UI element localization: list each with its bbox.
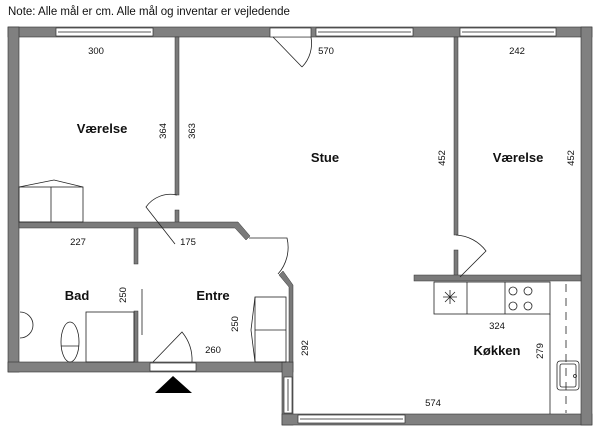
plan-note: Note: Alle mål er cm. Alle mål og invent… xyxy=(8,6,290,18)
windows xyxy=(55,27,557,424)
wardrobe xyxy=(18,179,84,223)
dim-label: 324 xyxy=(489,321,505,332)
bath-fixtures xyxy=(19,311,135,363)
dim-label: 250 xyxy=(230,316,241,332)
shower xyxy=(85,311,135,363)
entrance-arrow-icon xyxy=(155,376,192,393)
dim-label: 260 xyxy=(205,345,221,356)
bedroom-right-door xyxy=(455,234,487,278)
room-label-kitchen: Køkken xyxy=(474,343,521,358)
dim-label: 292 xyxy=(300,340,311,356)
dim-label: 452 xyxy=(566,150,577,166)
dim-label: 279 xyxy=(535,343,546,359)
entrance-threshold xyxy=(149,362,197,372)
dim-label: 574 xyxy=(425,398,441,409)
stove-icon xyxy=(508,286,533,311)
balcony-door[interactable] xyxy=(269,27,312,68)
dim-label: 250 xyxy=(118,287,129,303)
washbasin-icon xyxy=(19,311,34,339)
sink-icon xyxy=(556,360,580,391)
room-label-bedroom-right: Værelse xyxy=(493,150,544,165)
dim-label: 452 xyxy=(437,150,448,166)
fan-icon xyxy=(443,290,457,304)
room-label-bedroom-left: Værelse xyxy=(77,121,128,136)
entrance-living-door xyxy=(249,237,289,275)
kitchen-counter xyxy=(433,281,580,414)
room-label-entrance: Entre xyxy=(196,288,229,303)
dim-label: 242 xyxy=(509,46,525,57)
front-door xyxy=(152,331,193,363)
dim-label: 175 xyxy=(180,237,196,248)
dim-label: 570 xyxy=(318,46,334,57)
room-label-living: Stue xyxy=(311,150,339,165)
dim-label: 364 xyxy=(158,123,169,139)
dim-label: 300 xyxy=(88,46,104,57)
bedroom-left-door xyxy=(145,193,178,245)
doors[interactable] xyxy=(141,193,487,363)
dim-label: 227 xyxy=(70,237,86,248)
room-label-bath: Bad xyxy=(65,288,90,303)
entrance-wardrobe xyxy=(250,296,287,363)
interior-walls xyxy=(18,36,582,363)
toilet-icon xyxy=(60,321,80,363)
dim-label: 363 xyxy=(187,123,198,139)
